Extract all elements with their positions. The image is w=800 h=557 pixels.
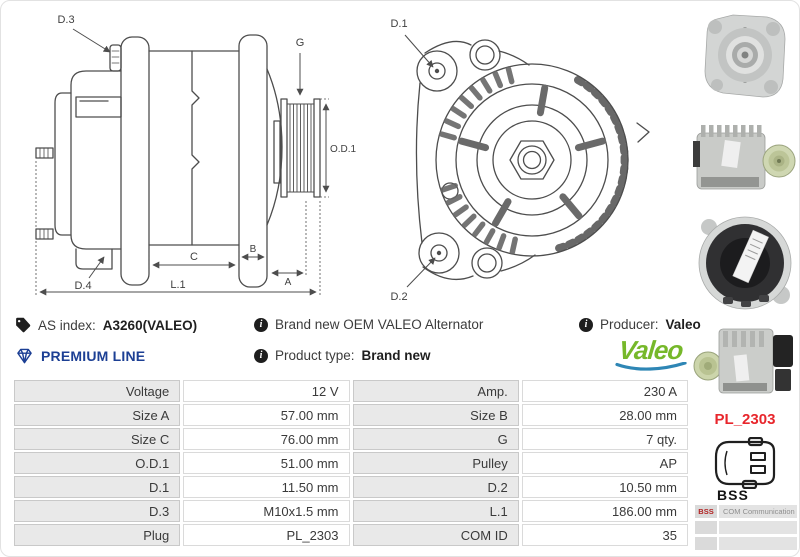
premium-line-row: PREMIUM LINE xyxy=(15,348,145,364)
legend-value xyxy=(719,537,797,550)
spec-value: 57.00 mm xyxy=(183,404,350,426)
spec-value: 12 V xyxy=(183,380,350,402)
info-icon: i xyxy=(579,317,593,332)
as-index-value: A3260(VALEO) xyxy=(102,317,198,333)
table-row: Size C 76.00 mm G 7 qty. xyxy=(14,428,688,450)
product-photo-front[interactable] xyxy=(693,5,797,107)
legend-value xyxy=(719,521,797,534)
front-view-drawing: D.1 D.2 xyxy=(390,18,650,303)
spec-value: PL_2303 xyxy=(183,524,350,546)
table-row: Size A 57.00 mm Size B 28.00 mm xyxy=(14,404,688,426)
info-icon: i xyxy=(254,317,268,332)
spec-table: Voltage 12 V Amp. 230 A Size A 57.00 mm … xyxy=(11,378,691,548)
brand-new-text: Brand new OEM VALEO Alternator xyxy=(275,317,484,332)
spec-value: AP xyxy=(521,452,688,474)
table-row: D.1 11.50 mm D.2 10.50 mm xyxy=(14,476,688,498)
tag-icon xyxy=(16,317,31,333)
spec-label: Plug xyxy=(14,524,181,546)
dim-label-d1: D.1 xyxy=(390,18,407,30)
brand-new-row: i Brand new OEM VALEO Alternator xyxy=(254,317,483,332)
plug-code: PL_2303 xyxy=(714,411,776,428)
table-row: Voltage 12 V Amp. 230 A xyxy=(14,380,688,402)
spec-value: 28.00 mm xyxy=(521,404,688,426)
valeo-logo-text: Valeo xyxy=(617,335,685,365)
table-row: O.D.1 51.00 mm Pulley AP xyxy=(14,452,688,474)
side-view-drawing: D.3 G O.D.1 D.4 C B A L.1 xyxy=(35,14,357,297)
spec-value: 35 xyxy=(521,524,688,546)
spec-label: Size A xyxy=(14,404,181,426)
spec-value: 10.50 mm xyxy=(521,476,688,498)
spec-label: Amp. xyxy=(352,380,519,402)
dim-label-od1: O.D.1 xyxy=(330,144,357,155)
dim-label-c: C xyxy=(190,251,198,263)
legend-key xyxy=(695,537,717,550)
product-photo-side-right[interactable] xyxy=(693,111,797,203)
product-type-label: Product type: xyxy=(275,348,355,363)
valeo-swoosh xyxy=(615,362,687,371)
dim-label-a: A xyxy=(285,277,292,288)
product-photo-side-left[interactable] xyxy=(693,321,797,403)
spec-label: Size C xyxy=(14,428,181,450)
spec-value: M10x1.5 mm xyxy=(183,500,350,522)
legend-row xyxy=(695,521,797,534)
spec-value: 186.00 mm xyxy=(521,500,688,522)
dim-label-d3: D.3 xyxy=(57,14,74,26)
legend-value: COM Communication xyxy=(719,505,797,518)
premium-line-label: PREMIUM LINE xyxy=(41,348,146,364)
spec-label: COM ID xyxy=(352,524,519,546)
table-row: Plug PL_2303 COM ID 35 xyxy=(14,524,688,546)
product-type-row: i Product type: Brand new xyxy=(254,348,431,363)
spec-label: D.3 xyxy=(14,500,181,522)
dim-label-d4: D.4 xyxy=(74,280,91,292)
dim-label-g: G xyxy=(296,37,305,49)
as-index-label: AS index: xyxy=(38,317,96,333)
spec-label: Size B xyxy=(352,404,519,426)
spec-value: 11.50 mm xyxy=(183,476,350,498)
dim-label-l1: L.1 xyxy=(170,279,185,291)
spec-value: 76.00 mm xyxy=(183,428,350,450)
dim-label-b: B xyxy=(250,244,257,255)
legend-key: BSS xyxy=(695,505,717,518)
spec-label: G xyxy=(352,428,519,450)
table-row: D.3 M10x1.5 mm L.1 186.00 mm xyxy=(14,500,688,522)
legend-key xyxy=(695,521,717,534)
plug-name: BSS xyxy=(717,487,749,503)
spec-value: 230 A xyxy=(521,380,688,402)
spec-label: D.1 xyxy=(14,476,181,498)
spec-value: 7 qty. xyxy=(521,428,688,450)
diamond-icon xyxy=(17,348,32,364)
spec-label: D.2 xyxy=(352,476,519,498)
legend-row: BSS COM Communication xyxy=(695,505,797,518)
dim-label-d2: D.2 xyxy=(390,291,407,303)
as-index-row: AS index: A3260(VALEO) xyxy=(15,317,197,333)
spec-label: Pulley xyxy=(352,452,519,474)
legend-row xyxy=(695,537,797,550)
product-type-value: Brand new xyxy=(361,348,431,363)
product-photo-rear[interactable] xyxy=(693,209,797,313)
spec-value: 51.00 mm xyxy=(183,452,350,474)
producer-row: i Producer: Valeo xyxy=(579,317,701,332)
spec-label: O.D.1 xyxy=(14,452,181,474)
plug-connector-drawing xyxy=(714,437,776,489)
info-icon: i xyxy=(254,348,268,363)
spec-label: Voltage xyxy=(14,380,181,402)
producer-label: Producer: xyxy=(600,317,659,332)
plug-legend: BSS COM Communication xyxy=(695,505,797,553)
spec-label: L.1 xyxy=(352,500,519,522)
valeo-logo: Valeo xyxy=(609,335,693,372)
producer-value: Valeo xyxy=(665,317,701,332)
